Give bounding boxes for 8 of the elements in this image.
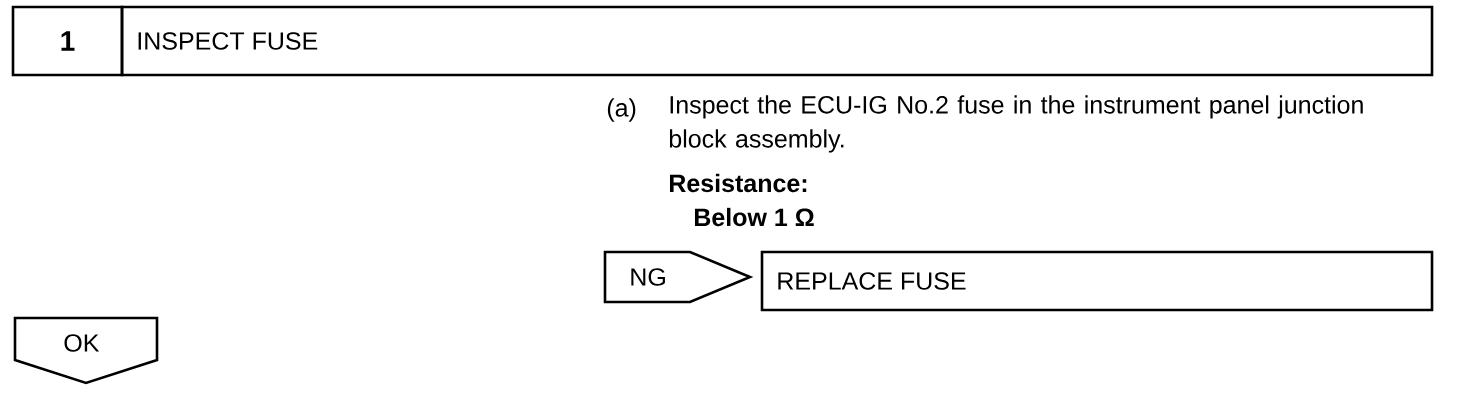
step-title-cell: INSPECT FUSE [120, 5, 1434, 77]
spec-heading: Resistance: [670, 173, 807, 193]
action-box: REPLACE FUSE [760, 250, 1434, 312]
spec-value: Below 1 Ω [695, 207, 814, 227]
ok-chevron: OK [13, 316, 159, 385]
ng-chevron: NG [603, 250, 754, 304]
step-letter: (a) [607, 98, 636, 122]
step-number-cell: 1 [11, 5, 124, 77]
